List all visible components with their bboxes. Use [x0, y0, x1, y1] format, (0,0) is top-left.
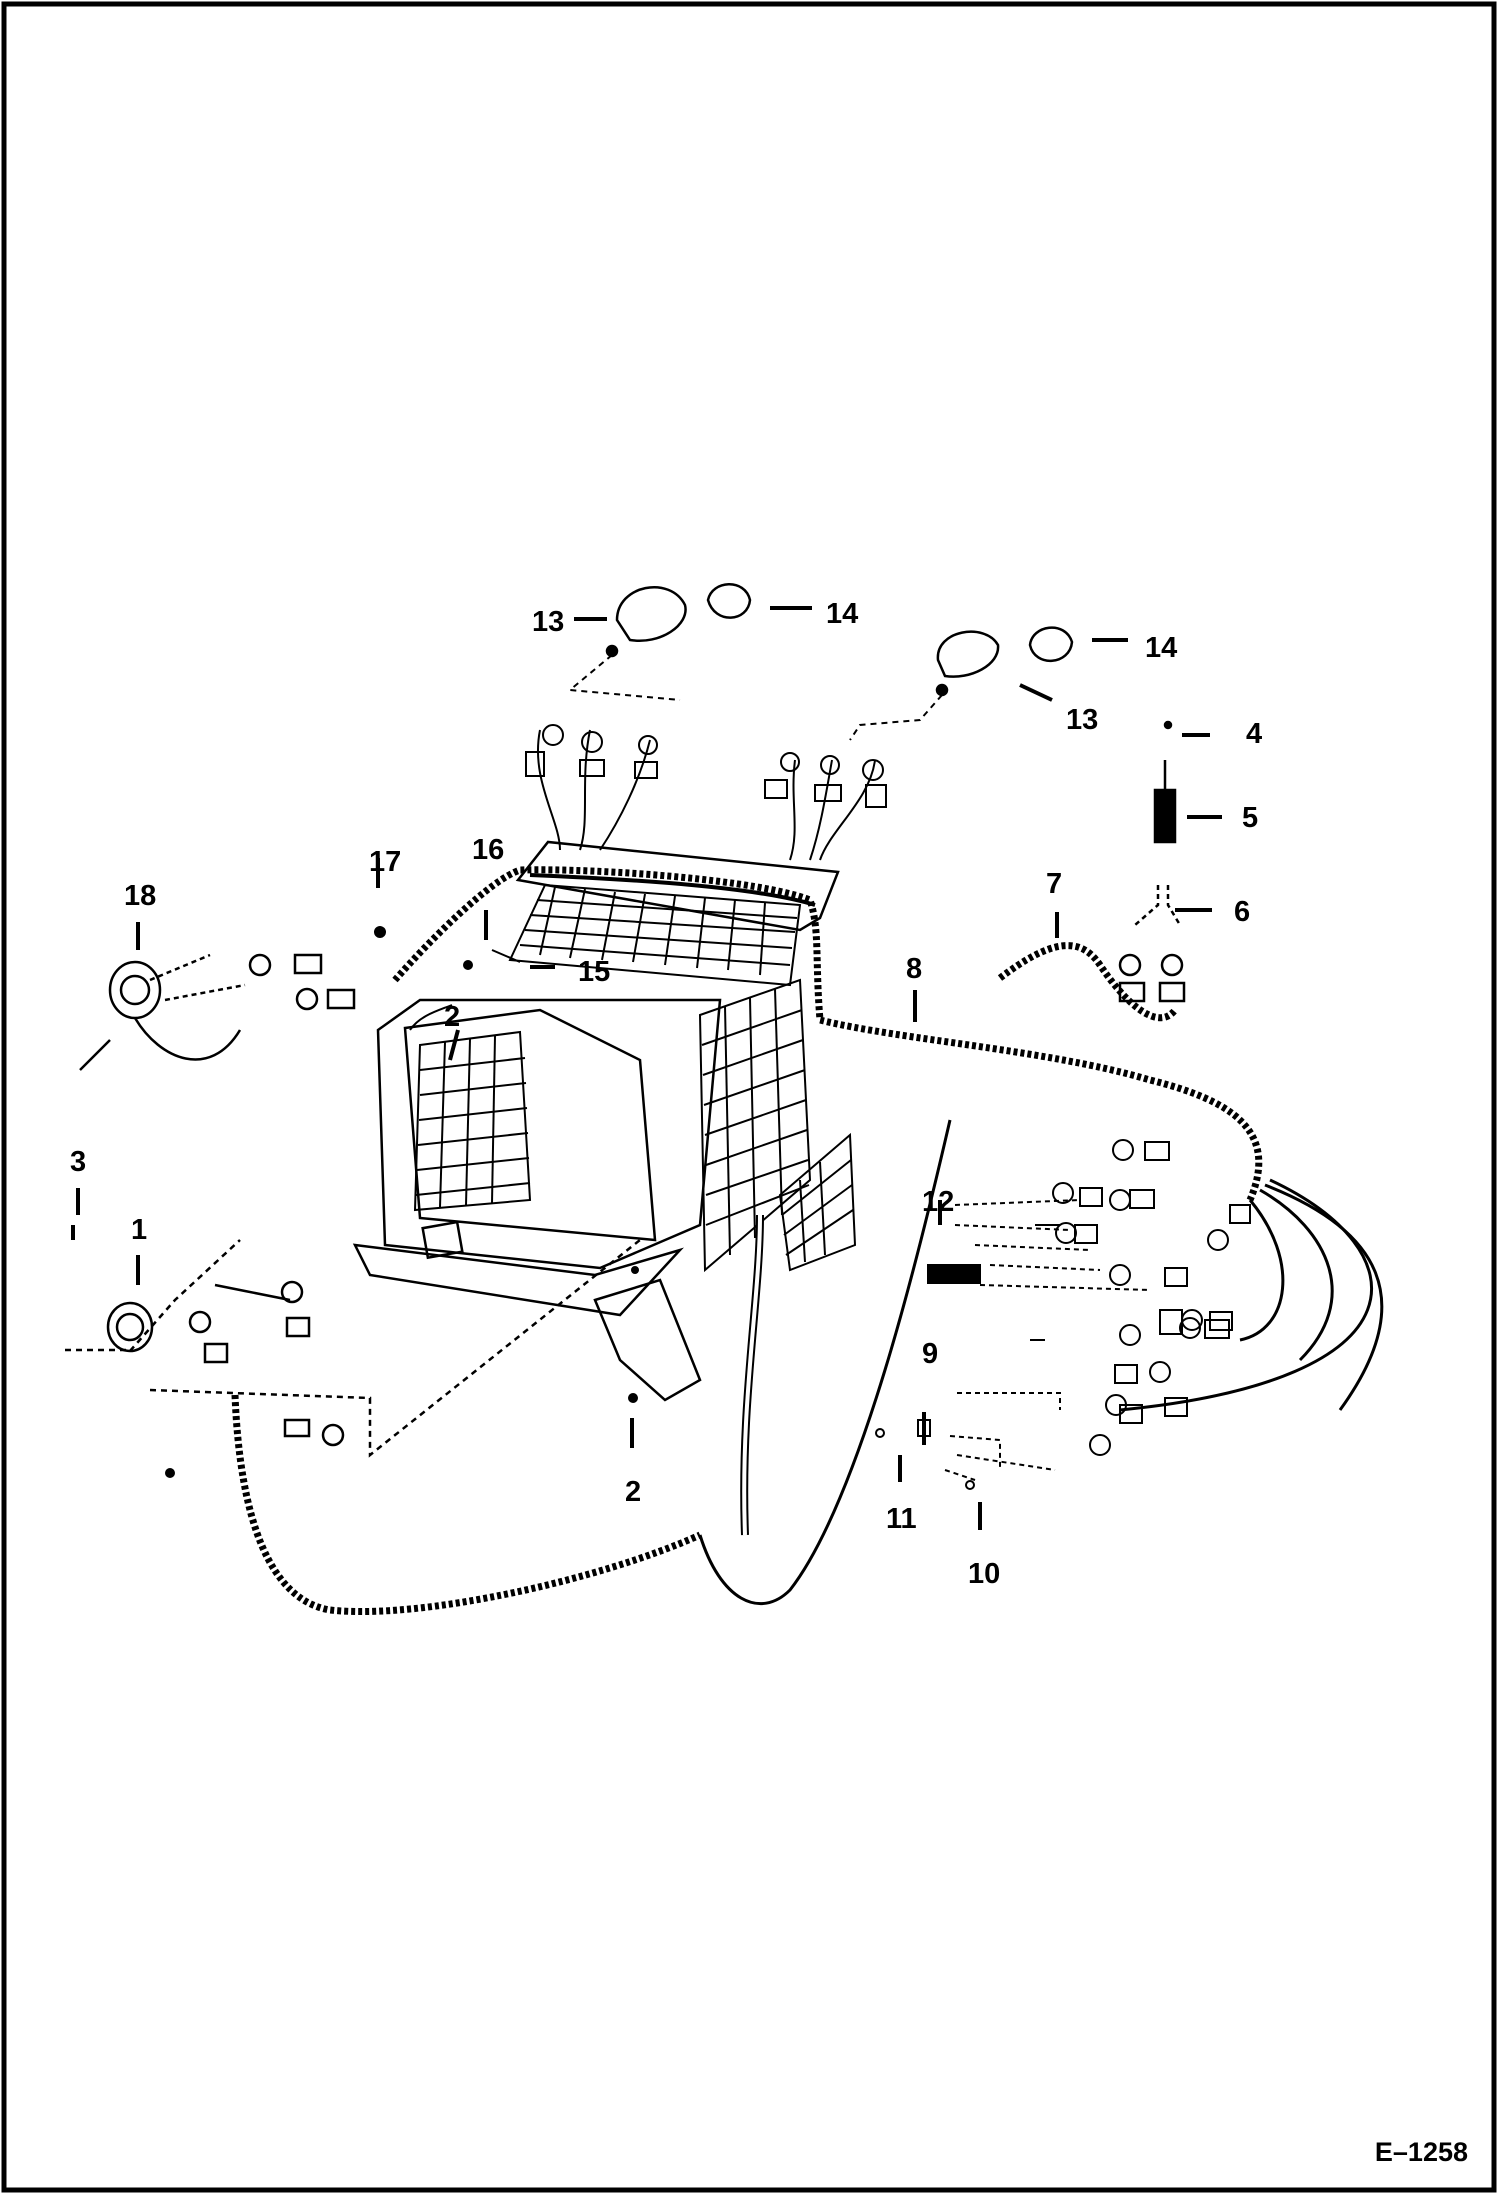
leader-lines [76, 606, 1222, 1530]
rear-grille [778, 1132, 857, 1272]
callout-11: 11 [886, 1503, 917, 1535]
callout-17: 17 [369, 846, 402, 878]
callout-13: 13 [532, 606, 565, 638]
callout-2: 2 [625, 1476, 642, 1508]
callout-5: 5 [1242, 802, 1259, 834]
rear-lamp [79, 953, 356, 1071]
figure-number: E–1258 [1374, 2137, 1468, 2167]
switch-panel [927, 1139, 1251, 1456]
callout-3: 3 [70, 1146, 87, 1178]
callout-4: 4 [1246, 718, 1263, 750]
relay-bracket [875, 1339, 1061, 1490]
callout-9: 9 [922, 1338, 939, 1370]
callout-2: 2 [444, 1001, 461, 1033]
hardware [71, 926, 639, 1478]
wire-harness [231, 866, 1384, 1616]
callout-1: 1 [131, 1214, 148, 1246]
work-light-left [605, 583, 752, 658]
side-grille-right [698, 978, 812, 1273]
callout-8: 8 [906, 953, 923, 985]
roof-grille [508, 883, 802, 987]
side-grille-left [413, 1030, 532, 1212]
callout-7: 7 [1046, 868, 1063, 900]
light-connectors [525, 654, 943, 861]
callout-10: 10 [968, 1558, 1001, 1590]
callout-16: 16 [472, 834, 505, 866]
work-light-right [935, 626, 1074, 697]
operator-cab [352, 840, 857, 1402]
front-lamp [65, 1239, 641, 1458]
callout-14: 14 [1145, 632, 1178, 664]
callout-13: 13 [1066, 704, 1099, 736]
antenna-assembly [1118, 720, 1186, 1003]
callout-15: 15 [578, 956, 611, 988]
callout-12: 12 [922, 1186, 955, 1218]
callout-18: 18 [124, 880, 157, 912]
callout-6: 6 [1234, 896, 1251, 928]
callout-14: 14 [826, 598, 859, 630]
